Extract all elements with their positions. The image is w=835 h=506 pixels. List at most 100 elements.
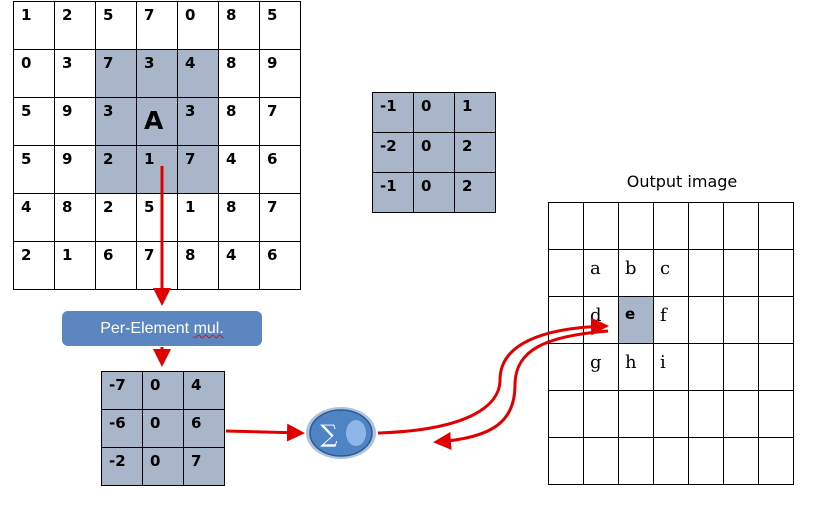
input-cell-value: 2 <box>62 6 73 24</box>
product-cell-value: -2 <box>109 452 126 470</box>
input-cell: 8 <box>218 49 260 98</box>
output-cell <box>653 390 689 438</box>
input-cell-value: 6 <box>103 246 114 264</box>
input-cell: 9 <box>259 49 301 98</box>
product-cell-value: 6 <box>191 414 202 432</box>
output-cell: e <box>618 296 654 344</box>
input-cell: 0 <box>177 1 219 50</box>
product-cell: 0 <box>142 409 184 448</box>
input-cell-value: 4 <box>21 198 32 216</box>
operation-label-suffix: mul. <box>193 320 224 337</box>
input-cell-value: 5 <box>144 198 155 216</box>
output-cell <box>723 390 759 438</box>
kernel-cell-value: -2 <box>380 137 397 155</box>
product-cell-value: -6 <box>109 414 126 432</box>
arrow-output-back <box>433 329 609 450</box>
input-cell: 6 <box>259 241 301 290</box>
input-cell: 7 <box>136 241 178 290</box>
input-cell: 2 <box>95 145 137 194</box>
product-cell-value: 7 <box>191 452 202 470</box>
input-cell-value: 6 <box>267 246 278 264</box>
input-cell-value: 9 <box>267 54 278 72</box>
input-cell-value: 1 <box>185 198 196 216</box>
output-cell: b <box>618 249 654 297</box>
output-cell <box>758 437 794 485</box>
input-cell-value: 5 <box>103 6 114 24</box>
input-cell-value: 7 <box>144 246 155 264</box>
input-cell: 5 <box>136 193 178 242</box>
output-cell-value: i <box>660 352 666 373</box>
product-cell-value: 0 <box>150 376 161 394</box>
kernel-cell: 1 <box>454 92 496 133</box>
output-cell-value: b <box>625 258 637 279</box>
arrow-sum-to-output <box>377 317 609 435</box>
product-cell: 6 <box>183 409 225 448</box>
output-cell: h <box>618 343 654 391</box>
kernel-cell: 2 <box>454 172 496 213</box>
kernel-cell: 0 <box>413 172 455 213</box>
input-cell-value: 7 <box>144 6 155 24</box>
output-cell-row <box>548 390 794 438</box>
kernel-cell-row: -1 0 1 <box>372 92 496 133</box>
input-cell-value: 8 <box>226 198 237 216</box>
product-cell: 0 <box>142 371 184 410</box>
input-cell-value: 7 <box>267 102 278 120</box>
kernel-cell-value: -1 <box>380 97 397 115</box>
per-element-multiplication-box: Per-Element mul. <box>62 311 262 346</box>
input-cell-value: 7 <box>185 150 196 168</box>
kernel-cell: 2 <box>454 132 496 173</box>
input-cell: 7 <box>95 49 137 98</box>
output-cell <box>548 249 584 297</box>
kernel-cell: -2 <box>372 132 414 173</box>
input-cell: 8 <box>218 193 260 242</box>
kernel-cell-value: 0 <box>421 97 432 115</box>
input-cell-value: 1 <box>21 6 32 24</box>
output-cell <box>758 343 794 391</box>
input-cell-value: 4 <box>226 246 237 264</box>
product-cell: 7 <box>183 447 225 486</box>
kernel-cell-value: 0 <box>421 177 432 195</box>
input-cell: 9 <box>54 97 96 146</box>
output-cell-value: h <box>625 352 637 373</box>
input-cell-value: 3 <box>62 54 73 72</box>
kernel-cell-value: 1 <box>462 97 473 115</box>
output-cell-row <box>548 202 794 250</box>
input-cell: 5 <box>13 97 55 146</box>
kernel-cell: -1 <box>372 92 414 133</box>
output-cell-value: f <box>660 305 667 326</box>
kernel-cell-value: 2 <box>462 137 473 155</box>
input-cell-value: 9 <box>62 150 73 168</box>
input-cell-value: 4 <box>185 54 196 72</box>
input-cell: 3 <box>136 49 178 98</box>
input-cell-value: 8 <box>226 54 237 72</box>
output-cell <box>548 202 584 250</box>
input-cell: 3 <box>177 97 219 146</box>
input-cell-value: 0 <box>185 6 196 24</box>
output-cell-value: d <box>590 305 602 326</box>
kernel-cell: 0 <box>413 132 455 173</box>
product-cell-value: 0 <box>150 414 161 432</box>
output-cell <box>758 296 794 344</box>
input-cell-value: 2 <box>21 246 32 264</box>
product-cell: -2 <box>101 447 143 486</box>
output-cell <box>723 437 759 485</box>
output-cell <box>583 390 619 438</box>
input-cell-value: 3 <box>144 54 155 72</box>
product-cell-value: -7 <box>109 376 126 394</box>
input-cell-value: A <box>144 106 164 135</box>
arrow-product-to-sum <box>225 423 305 442</box>
output-cell <box>758 249 794 297</box>
output-cell <box>618 437 654 485</box>
sum-node: ∑ <box>306 407 376 459</box>
operation-label-prefix: Per-Element <box>100 320 194 337</box>
output-cell <box>723 343 759 391</box>
